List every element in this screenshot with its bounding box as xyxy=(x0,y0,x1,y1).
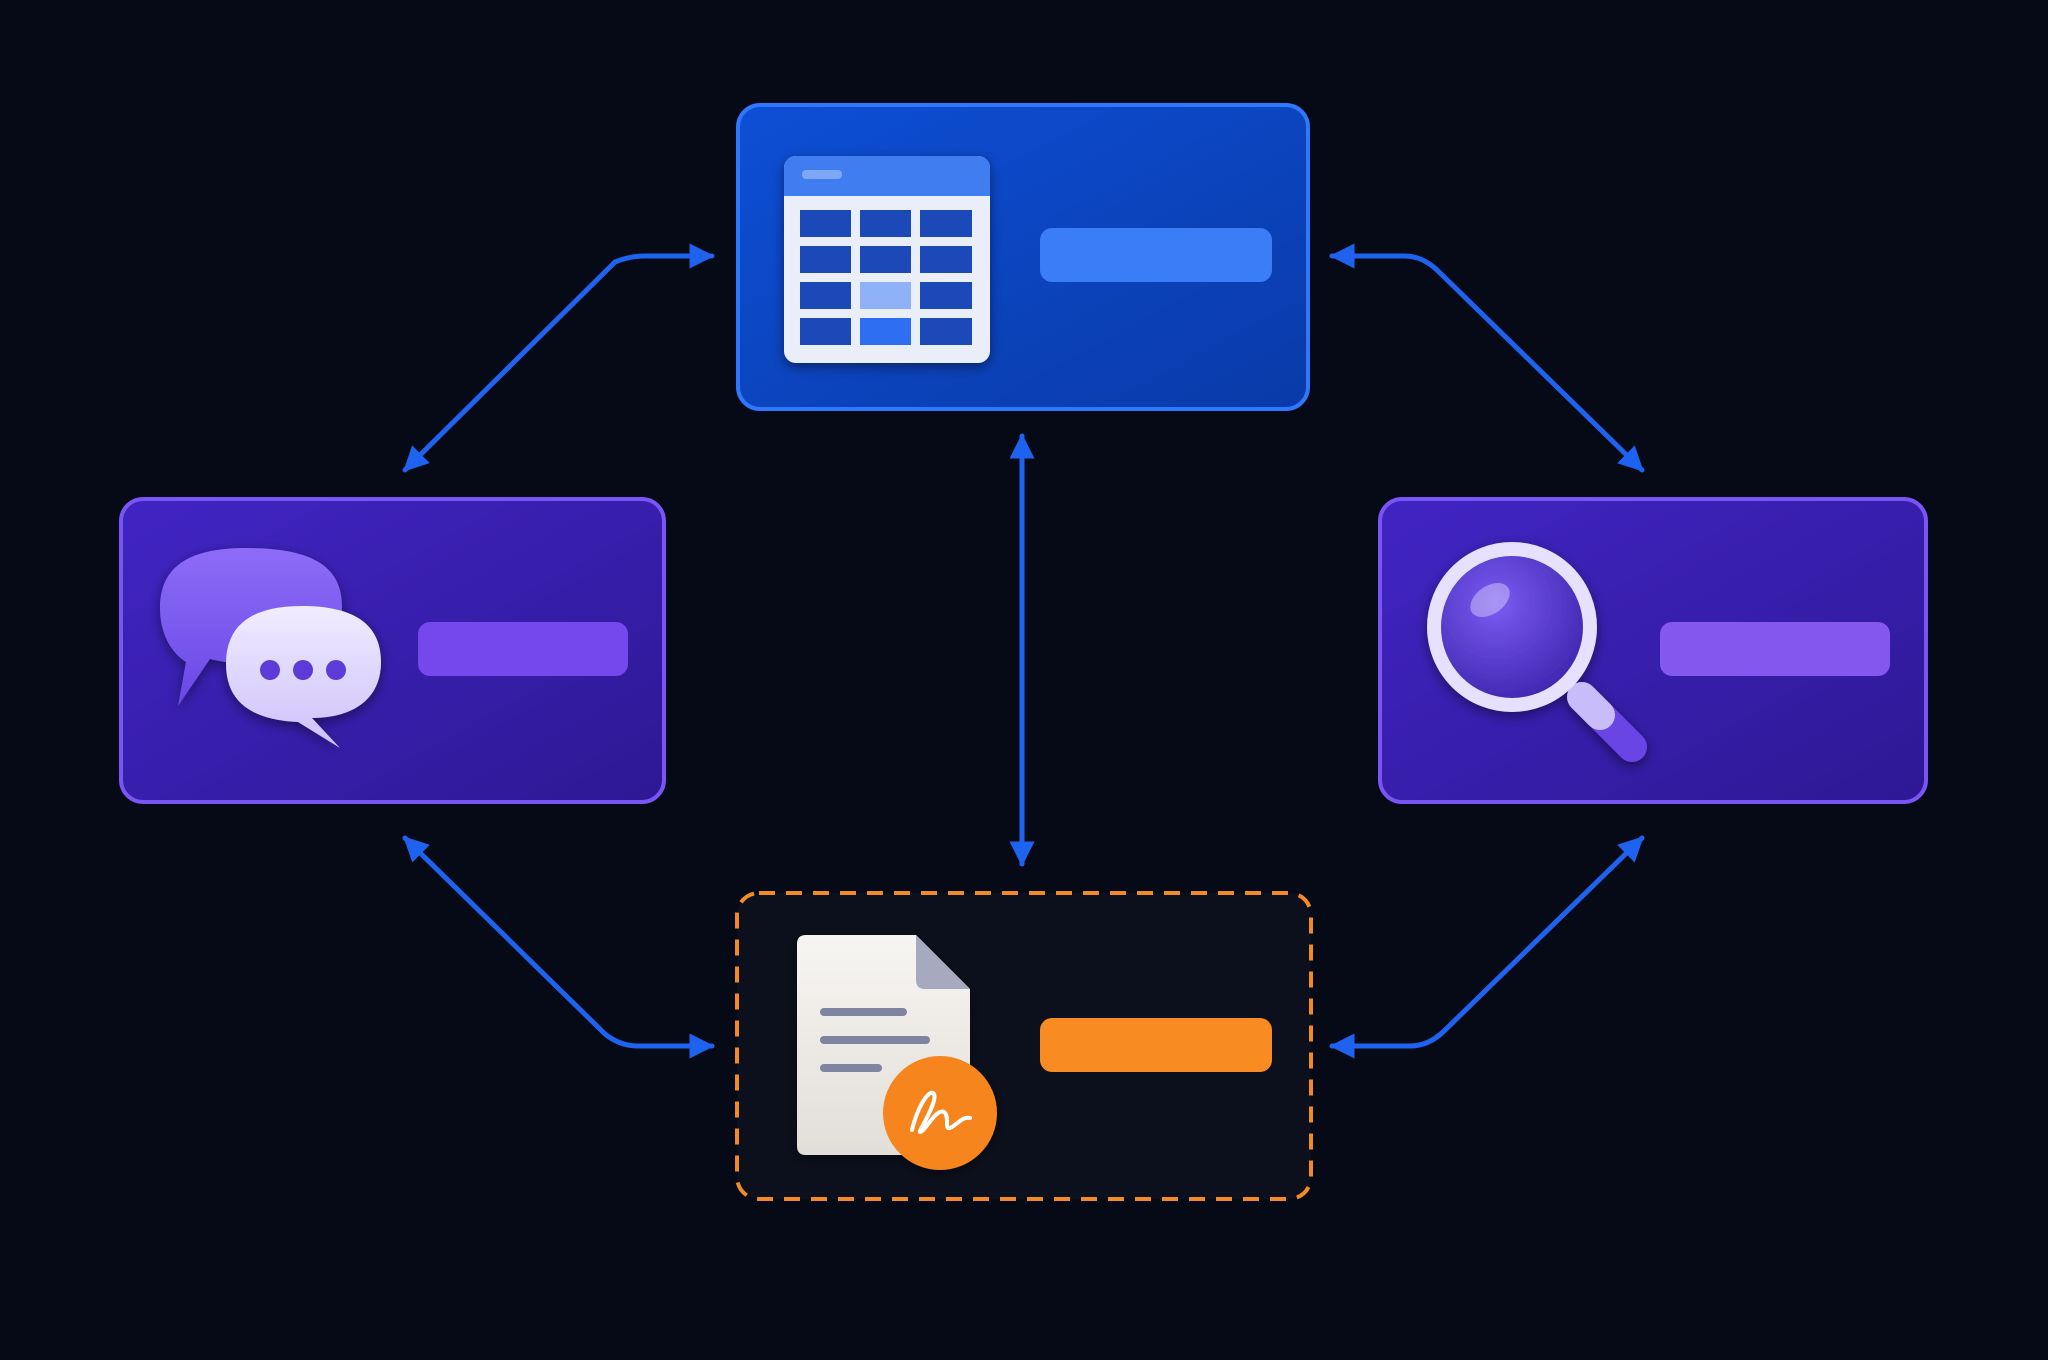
connectors xyxy=(402,243,1645,1059)
spreadsheet-table-icon xyxy=(784,156,990,363)
connector-table-chat xyxy=(402,243,715,473)
search-node[interactable] xyxy=(1378,497,1928,804)
search-label-bar xyxy=(1660,622,1890,676)
chat-bubbles-icon xyxy=(160,548,381,748)
table-label-bar xyxy=(1040,228,1272,282)
document-node[interactable] xyxy=(735,891,1313,1201)
document-label-bar xyxy=(1040,1018,1272,1072)
connector-chat-document xyxy=(402,835,715,1059)
magnifying-glass-icon xyxy=(1427,542,1647,762)
chat-label-bar xyxy=(418,622,628,676)
connector-table-search xyxy=(1329,243,1645,473)
signed-document-icon xyxy=(797,935,997,1170)
connector-search-document xyxy=(1329,835,1645,1059)
chat-node[interactable] xyxy=(119,497,666,804)
table-node[interactable] xyxy=(736,103,1310,411)
